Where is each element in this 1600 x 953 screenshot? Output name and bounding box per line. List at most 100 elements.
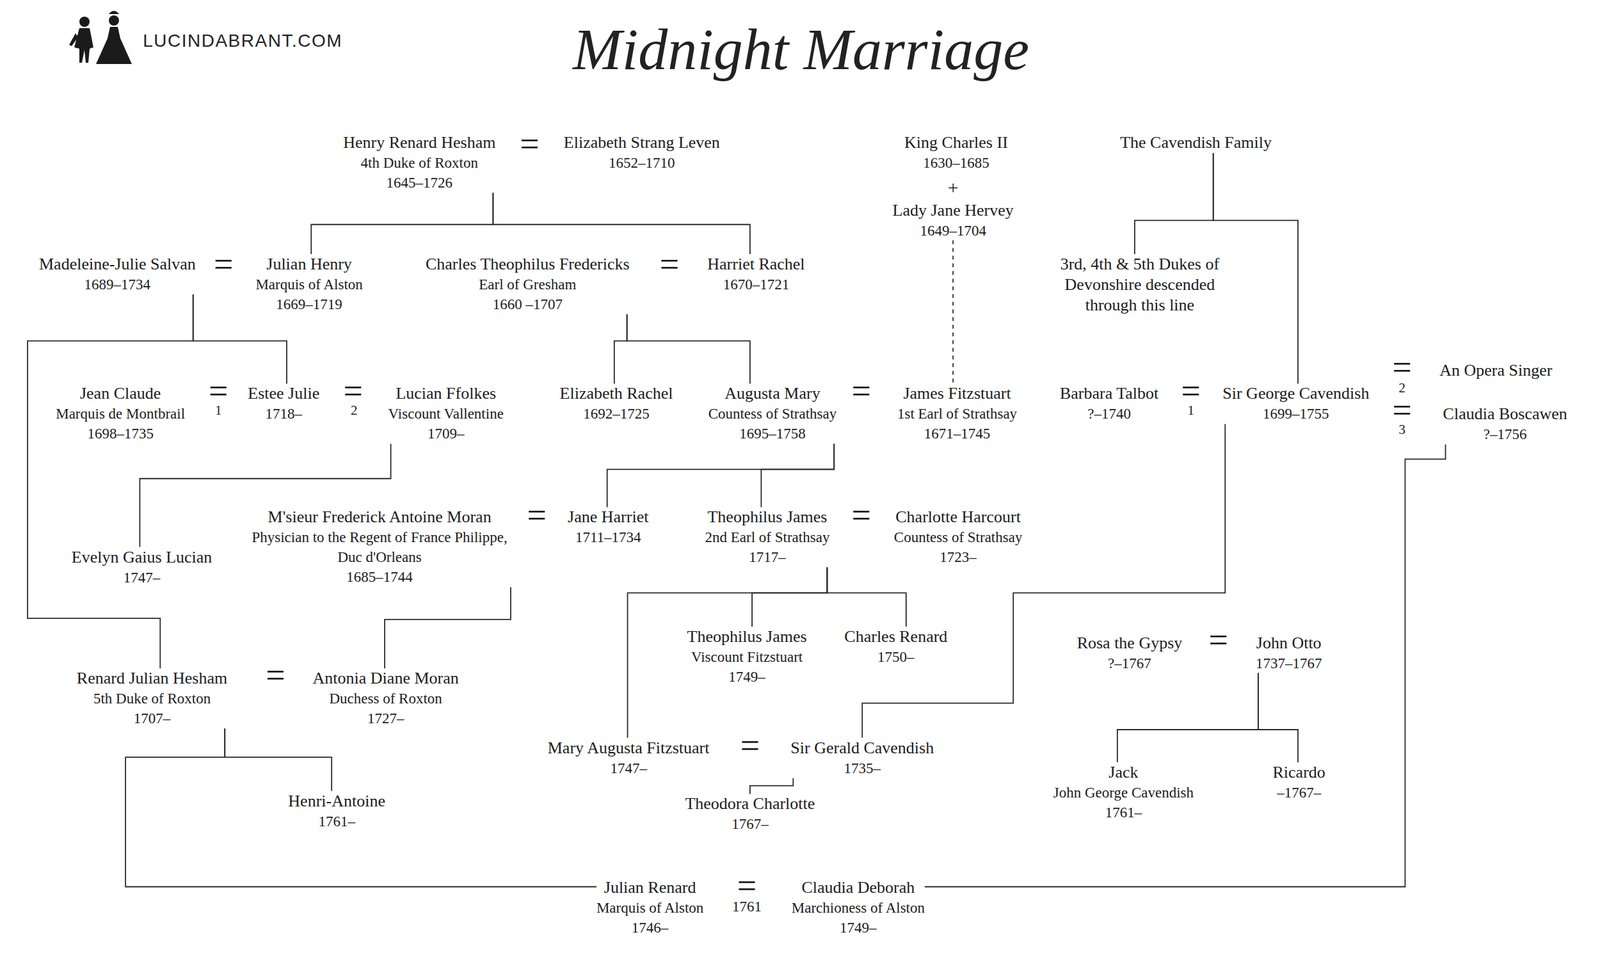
- person-entry: Elizabeth Rachel1692–1725: [560, 383, 674, 424]
- person-name: Mary Augusta Fitzstuart: [547, 737, 710, 759]
- person-entry: Jane Harriet1711–1734: [567, 506, 649, 548]
- person-name: Elizabeth Rachel: [560, 383, 674, 404]
- marriage-number: 3: [1398, 423, 1406, 437]
- person-entry: Julian HenryMarquis of Alston1669–1719: [255, 254, 363, 315]
- person-entry: Theophilus James2nd Earl of Strathsay171…: [705, 506, 831, 568]
- descent-line: [1134, 152, 1214, 255]
- person-name: Sir George Cavendish: [1222, 383, 1369, 404]
- marriage-sign: =: [1208, 622, 1228, 658]
- person-entry: Lucian FfolkesViscount Vallentine1709–: [388, 383, 504, 444]
- descent-line: [760, 443, 834, 507]
- person-name: Claudia Boscawen: [1443, 403, 1568, 425]
- person-detail: 1649–1704: [892, 220, 1014, 241]
- person-detail: 1630–1685: [904, 152, 1008, 173]
- person-name: Lady Jane Hervey: [892, 200, 1014, 221]
- person-detail: ?–1767: [1077, 653, 1183, 674]
- person-name: King Charles II: [904, 132, 1008, 153]
- marriage-sign: =: [1392, 350, 1412, 385]
- person-detail: 2nd Earl of Strathsay: [705, 527, 831, 548]
- person-detail: 1699–1755: [1222, 403, 1369, 424]
- descent-line: [27, 294, 194, 669]
- person-name: An Opera Singer: [1439, 360, 1552, 381]
- person-detail: 1750–: [844, 647, 948, 667]
- person-name: James Fitzstuart: [897, 383, 1017, 404]
- descent-line: [1258, 673, 1298, 763]
- marriage-number: 2: [350, 403, 358, 417]
- person-entry: King Charles II1630–1685: [904, 132, 1008, 173]
- person-entry: Claudia Boscawen?–1756: [1443, 403, 1568, 445]
- person-detail: 1718–: [247, 403, 320, 424]
- person-detail: 1709–: [388, 423, 504, 444]
- person-detail: Countess of Strathsay: [708, 403, 838, 424]
- person-entry: Elizabeth Strang Leven1652–1710: [563, 132, 720, 173]
- person-name: 3rd, 4th & 5th Dukes of Devonshire desce…: [1040, 254, 1241, 316]
- person-detail: Physician to the Regent of France Philip…: [245, 527, 514, 568]
- person-name: Julian Renard: [596, 877, 704, 898]
- marriage-sign: =: [740, 728, 760, 763]
- person-name: Claudia Deborah: [791, 877, 925, 898]
- person-detail: Countess of Strathsay: [894, 527, 1023, 548]
- person-name: Theophilus James: [687, 626, 808, 648]
- person-entry: Sir Gerald Cavendish1735–: [790, 737, 934, 779]
- descent-line: [750, 778, 793, 795]
- person-detail: –1767–: [1272, 782, 1325, 803]
- person-name: Theophilus James: [705, 506, 831, 528]
- marriage-sign: =: [265, 657, 285, 693]
- person-entry: Henry Renard Hesham4th Duke of Roxton164…: [343, 132, 496, 193]
- person-entry: Ricardo–1767–: [1272, 762, 1325, 803]
- person-name: Rosa the Gypsy: [1077, 632, 1183, 654]
- marriage-sign: =: [851, 373, 871, 409]
- person-name: Madeleine-Julie Salvan: [39, 254, 196, 275]
- person-entry: Madeleine-Julie Salvan1689–1734: [39, 254, 196, 295]
- person-entry: Rosa the Gypsy?–1767: [1077, 632, 1183, 674]
- person-name: Jack: [1053, 762, 1194, 783]
- person-name: Evelyn Gaius Lucian: [71, 547, 213, 568]
- person-name: Lucian Ffolkes: [388, 383, 504, 404]
- person-name: Elizabeth Strang Leven: [563, 132, 720, 153]
- person-entry: An Opera Singer: [1439, 360, 1552, 381]
- person-detail: 1652–1710: [563, 152, 720, 173]
- descent-line: [627, 567, 828, 738]
- site-name: LUCINDABRANT.COM: [142, 32, 343, 50]
- person-detail: 1st Earl of Strathsay: [897, 403, 1017, 424]
- descent-line: [193, 294, 287, 384]
- person-entry: Sir George Cavendish1699–1755: [1222, 383, 1369, 424]
- person-entry: Charles Theophilus FredericksEarl of Gre…: [425, 254, 630, 315]
- person-detail: Marquis de Montbrail: [55, 403, 185, 424]
- person-detail: 4th Duke of Roxton: [343, 152, 496, 173]
- diagram-title: Midnight Marriage: [572, 15, 1030, 84]
- person-detail: 1761–: [1053, 802, 1194, 823]
- person-entry: M'sieur Frederick Antoine MoranPhysician…: [245, 506, 514, 587]
- person-name: Augusta Mary: [708, 383, 838, 404]
- person-detail: 1735–: [790, 758, 934, 779]
- marriage-number: 1: [1187, 403, 1195, 417]
- descent-line: [384, 586, 511, 669]
- person-name: Harriet Rachel: [707, 254, 805, 275]
- person-name: M'sieur Frederick Antoine Moran: [245, 506, 514, 528]
- person-entry: JackJohn George Cavendish1761–: [1053, 762, 1194, 823]
- person-entry: Henri-Antoine1761–: [288, 791, 386, 832]
- marriage-sign: =: [526, 497, 546, 533]
- person-detail: 1727–: [312, 708, 459, 729]
- descent-line: [224, 728, 332, 791]
- person-name: Henry Renard Hesham: [343, 132, 496, 153]
- person-detail: 1698–1735: [55, 423, 185, 444]
- descent-line: [125, 728, 597, 887]
- person-detail: 1747–: [71, 567, 213, 588]
- person-detail: 1707–: [76, 708, 228, 729]
- person-detail: 1723–: [894, 547, 1023, 568]
- marriage-number: 1: [215, 403, 223, 417]
- descent-line: [752, 567, 827, 627]
- person-detail: 1670–1721: [707, 274, 805, 295]
- person-entry: Theodora Charlotte1767–: [684, 793, 815, 834]
- person-entry: Charles Renard1750–: [844, 626, 948, 667]
- descent-line: [1213, 152, 1298, 384]
- marriage-number: 1761: [732, 898, 762, 914]
- person-detail: Duchess of Roxton: [312, 688, 459, 709]
- person-entry: Mary Augusta Fitzstuart1747–: [547, 737, 710, 779]
- person-name: Sir Gerald Cavendish: [790, 737, 934, 759]
- marriage-sign: =: [213, 247, 233, 282]
- person-detail: 5th Duke of Roxton: [76, 688, 228, 709]
- person-entry: Charlotte HarcourtCountess of Strathsay1…: [894, 506, 1023, 568]
- person-detail: 1692–1725: [560, 403, 674, 424]
